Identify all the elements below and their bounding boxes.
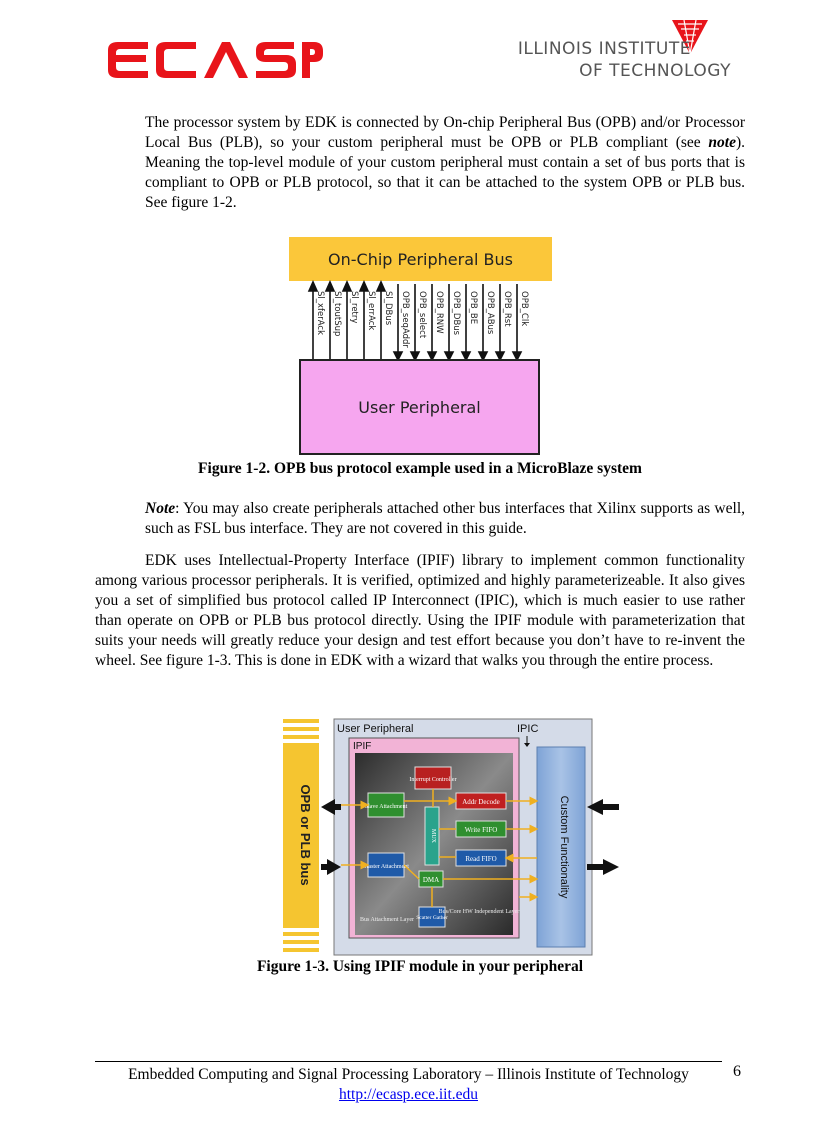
signal-label: OPB_Clk xyxy=(519,291,529,327)
scatter-gather-label: Scatter Gather xyxy=(416,915,448,921)
arrow-head xyxy=(511,351,523,362)
institute-line-1: ILLINOIS INSTITUTE xyxy=(517,39,691,59)
custom-functionality-block xyxy=(536,746,586,948)
paragraph-opb-intro: The processor system by EDK is connected… xyxy=(145,113,745,213)
signal-label: OPB_select xyxy=(417,291,427,339)
read-fifo-label: Read FIFO xyxy=(465,855,496,863)
footer-link[interactable]: http://ecasp.ece.iit.edu xyxy=(338,1086,478,1103)
signal-label: Sl_toutSup xyxy=(332,291,342,337)
signal-label: OPB_DBus xyxy=(451,291,461,336)
note-emphasis: Note xyxy=(145,500,176,517)
user-peripheral-box: User Peripheral xyxy=(299,359,540,455)
arrow-head xyxy=(324,280,336,292)
signal-label: OPB_Rst xyxy=(502,291,512,327)
footer-link-wrap: http://ecasp.ece.iit.edu xyxy=(95,1086,722,1104)
paragraph-note: Note: You may also create peripherals at… xyxy=(145,499,745,539)
iit-triangle-logo xyxy=(672,19,708,54)
addr-decode-label: Addr Decode xyxy=(462,798,500,806)
ipic-label: IPIC xyxy=(517,723,538,735)
arrow-head xyxy=(307,280,319,292)
mux-block xyxy=(424,806,440,866)
slave-attachment-block xyxy=(367,792,405,818)
ecasp-logo xyxy=(108,42,323,78)
figure-1-3-caption: Figure 1-3. Using IPIF module in your pe… xyxy=(256,958,584,975)
arrow-head xyxy=(358,280,370,292)
footer-divider xyxy=(95,1061,722,1062)
arrow-head xyxy=(409,351,421,362)
arrow-head xyxy=(443,351,455,362)
arrow-head xyxy=(477,351,489,362)
figure-1-2-caption: Figure 1-2. OPB bus protocol example use… xyxy=(198,460,642,477)
signal-label: OPB_BE xyxy=(468,291,478,325)
custom-functionality-label: Custom Functionality xyxy=(558,796,570,899)
signal-label: OPB_ABus xyxy=(485,291,495,335)
paragraph-text: EDK uses Intellectual-Property Interface… xyxy=(95,552,745,669)
mux-label: MUX xyxy=(430,829,436,844)
footer-text: Embedded Computing and Signal Processing… xyxy=(128,1066,689,1083)
institute-name: ILLINOIS INSTITUTE OF TECHNOLOGY xyxy=(486,38,731,82)
signal-label: Sl_retry xyxy=(349,291,359,324)
signal-label: Sl_errAck xyxy=(366,291,376,331)
master-attachment-label: Master Attachment xyxy=(363,864,409,870)
signal-label: OPB_RNW xyxy=(434,291,444,334)
opb-plb-bus-label: OPB or PLB bus xyxy=(298,784,313,885)
figure-ipif-diagram: OPB or PLB bus User Peripheral IPIC IPIF… xyxy=(283,718,619,956)
arrow-head xyxy=(392,351,404,362)
arrow-head xyxy=(375,280,387,292)
signal-label: Sl_xferAck xyxy=(315,291,325,336)
figure-opb-bus: On-Chip Peripheral Bus Sl_xferAck Sl_tout… xyxy=(283,232,553,457)
bus-attachment-layer-label: Bus Attachment Layer xyxy=(360,917,414,923)
paragraph-text: The processor system by EDK is connected… xyxy=(145,114,745,151)
paragraph-ipif: EDK uses Intellectual-Property Interface… xyxy=(95,551,745,671)
slave-attachment-label: Slave Attachment xyxy=(365,804,408,810)
user-peripheral-label: User Peripheral xyxy=(337,723,413,735)
ipif-label: IPIF xyxy=(353,741,371,752)
interrupt-controller-label: Interrupt Controller xyxy=(409,777,456,783)
arrow-head xyxy=(426,351,438,362)
paragraph-text: : You may also create peripherals attach… xyxy=(145,500,745,537)
paragraph-text: ). Meaning the top-level module of your … xyxy=(145,134,745,211)
dma-label: DMA xyxy=(423,876,439,884)
write-fifo-label: Write FIFO xyxy=(465,826,498,834)
signal-arrows xyxy=(307,280,523,362)
page-number: 6 xyxy=(733,1063,741,1080)
arrow-head xyxy=(460,351,472,362)
on-chip-peripheral-bus: On-Chip Peripheral Bus xyxy=(289,237,552,281)
institute-line-2: OF TECHNOLOGY xyxy=(579,61,731,81)
signal-label: OPB_seqAddr xyxy=(400,291,410,348)
opb-plb-bus-bar xyxy=(283,743,319,928)
independent-layer-label: Bus/Core HW Independent Layer xyxy=(439,909,520,915)
arrow-head xyxy=(494,351,506,362)
signal-label: Sl_DBus xyxy=(383,291,393,326)
note-emphasis: note xyxy=(708,134,736,151)
arrow-head xyxy=(341,280,353,292)
